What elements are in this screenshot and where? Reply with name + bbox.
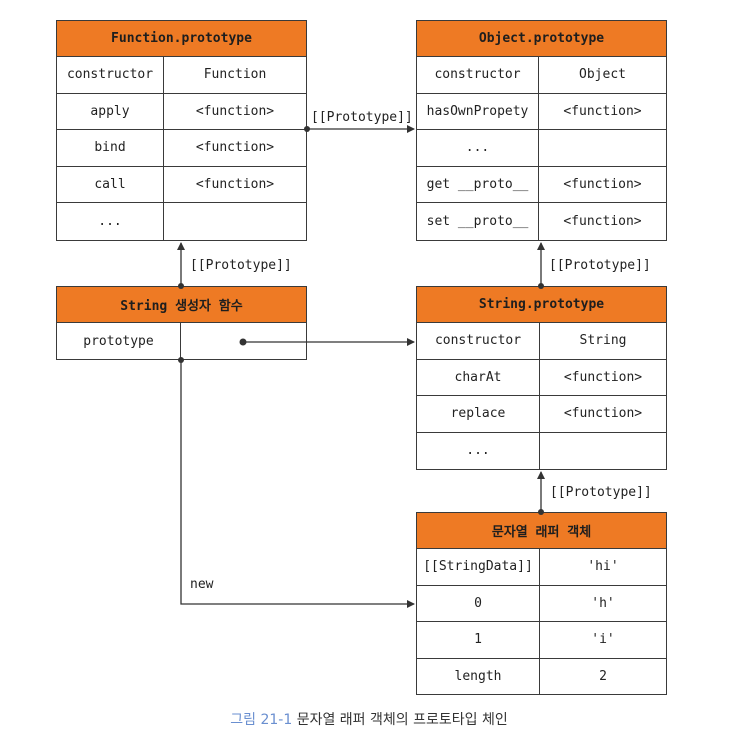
string-constructor-box: String 생성자 함수 prototype [56, 286, 307, 360]
row-key: hasOwnPropety [417, 93, 539, 129]
row-value: <function> [563, 176, 642, 192]
object-prototype-box: Object.prototype constructor Object hasO… [416, 20, 667, 241]
row-value: <function> [563, 213, 642, 229]
figure-number: 그림 21-1 [230, 712, 293, 728]
string-prototype-title: String.prototype [417, 287, 666, 323]
row-value: Function [203, 67, 267, 83]
row-value: <function> [563, 406, 643, 422]
string-wrapper-row: 0 'h' [417, 585, 666, 622]
prototype-label-wrapper-to-strproto: [[Prototype]] [550, 485, 652, 500]
string-constructor-row: prototype [57, 323, 306, 360]
prototype-label-strproto-to-object: [[Prototype]] [549, 258, 651, 273]
row-key: constructor [417, 323, 540, 359]
new-arrow [180, 360, 415, 608]
row-value: <function> [563, 103, 642, 119]
row-value: 'i' [591, 632, 615, 648]
row-key: prototype [57, 323, 181, 360]
row-value: 'h' [591, 595, 615, 611]
string-prototype-row: ... [417, 432, 666, 469]
object-prototype-row: ... [417, 130, 666, 167]
row-value: String [579, 333, 627, 349]
row-key: ... [417, 130, 539, 166]
function-prototype-row: ... [57, 203, 306, 240]
new-label: new [190, 577, 214, 592]
figure-caption-text: 문자열 래퍼 객체의 프로토타입 체인 [292, 712, 508, 728]
row-key: apply [57, 93, 164, 129]
object-prototype-row: get __proto__ <function> [417, 166, 666, 203]
string-wrapper-row: 1 'i' [417, 622, 666, 659]
object-prototype-title: Object.prototype [417, 21, 666, 57]
object-prototype-row: constructor Object [417, 57, 666, 94]
string-wrapper-object-box: 문자열 래퍼 객체 [[StringData]] 'hi' 0 'h' 1 'i… [416, 512, 667, 695]
row-key: length [417, 658, 540, 695]
row-key: charAt [417, 359, 540, 395]
row-key: call [57, 166, 164, 202]
function-prototype-row: apply <function> [57, 93, 306, 130]
row-key: replace [417, 396, 540, 432]
string-wrapper-row: length 2 [417, 658, 666, 695]
row-key: bind [57, 130, 164, 166]
row-value: 2 [599, 669, 607, 685]
row-key: 1 [417, 622, 540, 658]
string-prototype-row: constructor String [417, 323, 666, 360]
row-value: <function> [563, 369, 643, 385]
string-prototype-row: replace <function> [417, 396, 666, 433]
row-key: constructor [417, 57, 539, 93]
row-value: <function> [195, 176, 275, 192]
prototype-label-function-to-object: [[Prototype]] [311, 110, 413, 125]
string-constructor-title: String 생성자 함수 [57, 287, 306, 323]
object-prototype-row: set __proto__ <function> [417, 203, 666, 240]
row-key: 0 [417, 585, 540, 621]
row-value: 'hi' [587, 559, 619, 575]
row-key: constructor [57, 57, 164, 93]
row-key: ... [57, 203, 164, 240]
function-prototype-box: Function.prototype constructor Function … [56, 20, 307, 241]
function-prototype-row: bind <function> [57, 130, 306, 167]
prototype-label-ctor-to-function: [[Prototype]] [190, 258, 292, 273]
function-prototype-row: constructor Function [57, 57, 306, 94]
figure-caption: 그림 21-1 문자열 래퍼 객체의 프로토타입 체인 [0, 709, 738, 729]
row-value: Object [579, 67, 626, 83]
row-key: ... [417, 432, 540, 469]
function-prototype-title: Function.prototype [57, 21, 306, 57]
row-value: <function> [195, 140, 275, 156]
row-value: <function> [195, 103, 275, 119]
row-key: get __proto__ [417, 166, 539, 202]
row-key: set __proto__ [417, 203, 539, 240]
function-prototype-row: call <function> [57, 166, 306, 203]
string-wrapper-object-title: 문자열 래퍼 객체 [417, 513, 666, 549]
string-prototype-box: String.prototype constructor String char… [416, 286, 667, 470]
string-prototype-row: charAt <function> [417, 359, 666, 396]
object-prototype-row: hasOwnPropety <function> [417, 93, 666, 130]
string-wrapper-row: [[StringData]] 'hi' [417, 549, 666, 586]
row-key: [[StringData]] [417, 549, 540, 585]
